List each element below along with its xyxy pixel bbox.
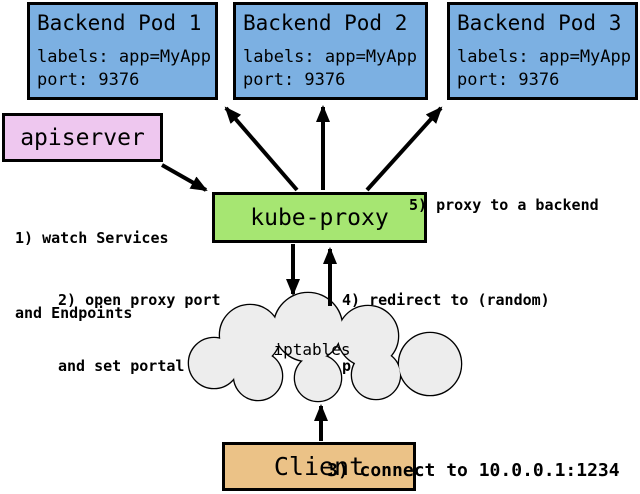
iptables-label: iptables bbox=[273, 340, 350, 359]
kube-proxy-node: kube-proxy bbox=[212, 192, 427, 243]
backend-pod-3-node: Backend Pod 3 labels: app=MyApp port: 93… bbox=[447, 2, 638, 100]
annotation-step2-line2: and set portal rules bbox=[58, 357, 239, 375]
backend-pod-2-node: Backend Pod 2 labels: app=MyApp port: 93… bbox=[233, 2, 428, 100]
annotation-step3: 3) connect to 10.0.0.1:1234 bbox=[327, 411, 620, 494]
backend-pod-1-port: port: 9376 bbox=[37, 70, 140, 90]
backend-pod-3-port: port: 9376 bbox=[457, 70, 560, 90]
arrow-apiserver-to-kube-proxy bbox=[161, 163, 208, 192]
backend-pod-2-title: Backend Pod 2 bbox=[243, 11, 408, 35]
annotation-step2-line1: 2) open proxy port bbox=[58, 291, 221, 309]
backend-pod-1-labels: labels: app=MyApp bbox=[37, 47, 211, 67]
backend-pod-1-title: Backend Pod 1 bbox=[37, 11, 202, 35]
annotation-step4-line2: proxy port bbox=[342, 357, 433, 375]
client-label: Client bbox=[273, 452, 365, 481]
annotation-step1: 1) watch Services and Endpoints bbox=[15, 176, 169, 376]
annotation-step1-line2: and Endpoints bbox=[15, 304, 133, 322]
arrow-kube-proxy-to-pod1 bbox=[224, 106, 299, 192]
backend-pod-3-labels: labels: app=MyApp bbox=[457, 47, 631, 67]
annotation-step1-line1: 1) watch Services bbox=[15, 229, 169, 247]
annotation-step5: 5) proxy to a backend bbox=[409, 145, 599, 265]
backend-pod-2-labels: labels: app=MyApp bbox=[243, 47, 417, 67]
annotation-step5-line1: 5) proxy to a backend bbox=[409, 196, 599, 214]
annotation-step4: 4) redirect to (random) proxy port bbox=[342, 245, 550, 421]
backend-pod-3-title: Backend Pod 3 bbox=[457, 11, 622, 35]
backend-pod-1-node: Backend Pod 1 labels: app=MyApp port: 93… bbox=[27, 2, 218, 100]
annotation-step4-line1: 4) redirect to (random) bbox=[342, 291, 550, 309]
client-node: Client bbox=[222, 442, 416, 491]
apiserver-label: apiserver bbox=[20, 124, 145, 151]
annotation-step2: 2) open proxy port and set portal rules bbox=[58, 245, 239, 421]
backend-pod-2-port: port: 9376 bbox=[243, 70, 346, 90]
apiserver-node: apiserver bbox=[2, 113, 163, 162]
kube-proxy-label: kube-proxy bbox=[250, 204, 389, 231]
annotation-step3-line1: 3) connect to 10.0.0.1:1234 bbox=[327, 460, 620, 481]
